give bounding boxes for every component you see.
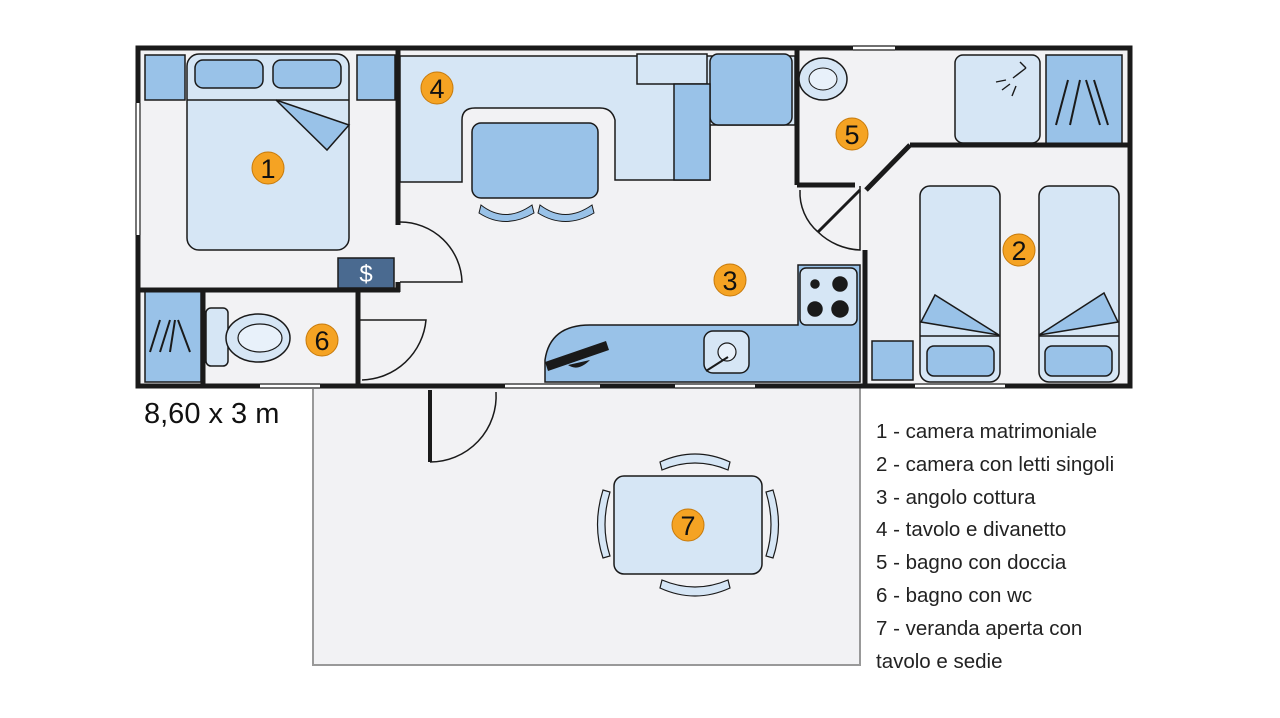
svg-text:2: 2 <box>1011 236 1026 266</box>
wardrobe-hangers <box>1055 79 1109 126</box>
pillow <box>926 345 995 377</box>
windows <box>135 45 1005 389</box>
legend-item: 3 - angolo cottura <box>876 485 1036 509</box>
kitchen-counter <box>544 264 861 383</box>
extractor <box>545 341 609 371</box>
room-badge-5: 5 <box>835 117 869 151</box>
safe-symbol-icon: $ <box>359 261 372 288</box>
svg-text:5: 5 <box>844 120 859 150</box>
door-swings <box>360 186 862 463</box>
pillow <box>1044 345 1113 377</box>
faucet <box>705 356 729 372</box>
cabinet <box>673 83 711 181</box>
legend-item: tavolo e sedie <box>876 649 1003 673</box>
shower-head-icon <box>995 61 1027 97</box>
svg-text:1: 1 <box>260 154 275 184</box>
room-badge-4: 4 <box>420 71 454 105</box>
pillow <box>194 59 264 89</box>
svg-text:4: 4 <box>429 74 444 104</box>
svg-text:7: 7 <box>680 511 695 541</box>
veranda-chair <box>659 579 731 597</box>
lounge-table <box>471 122 599 199</box>
room-badge-2: 2 <box>1002 233 1036 267</box>
burner-icon <box>807 276 849 318</box>
veranda-chair <box>765 489 780 559</box>
single-bed <box>1038 185 1120 383</box>
wardrobe <box>356 54 396 101</box>
wardrobe-hangers <box>149 319 191 353</box>
single-bed <box>919 185 1001 383</box>
room-badge-7: 7 <box>671 508 705 542</box>
lounge-chair <box>537 204 595 222</box>
lounge-chair <box>478 204 535 222</box>
wardrobe <box>1045 54 1123 146</box>
wardrobe <box>144 54 186 101</box>
svg-text:3: 3 <box>722 266 737 296</box>
cooktop <box>799 267 858 326</box>
veranda-chair <box>596 489 611 559</box>
legend-item: 5 - bagno con doccia <box>876 551 1067 575</box>
legend-item: 4 - tavolo e divanetto <box>876 518 1067 542</box>
window-frames <box>135 45 1005 389</box>
blanket-fold <box>275 99 351 152</box>
room-badge-6: 6 <box>305 323 339 357</box>
legend-item: 7 - veranda aperta con <box>876 616 1083 640</box>
veranda-chair <box>659 453 731 471</box>
room-badge-1: 1 <box>251 151 285 185</box>
toilet-tank <box>205 307 229 367</box>
nightstand <box>871 340 914 381</box>
shower <box>954 54 1041 144</box>
room-badge-3: 3 <box>713 263 747 297</box>
dimensions-label: 8,60 x 3 m <box>144 398 280 430</box>
veranda <box>312 386 861 666</box>
fridge <box>709 53 793 126</box>
wall-cabinet <box>636 53 708 85</box>
pillow <box>272 59 342 89</box>
legend-item: 2 - camera con letti singoli <box>876 452 1115 476</box>
room-legend: 1 - camera matrimoniale 2 - camera con l… <box>876 416 1114 678</box>
legend-item: 1 - camera matrimoniale <box>876 420 1098 443</box>
legend-item: 6 - bagno con wc <box>876 583 1033 607</box>
svg-text:6: 6 <box>314 326 329 356</box>
